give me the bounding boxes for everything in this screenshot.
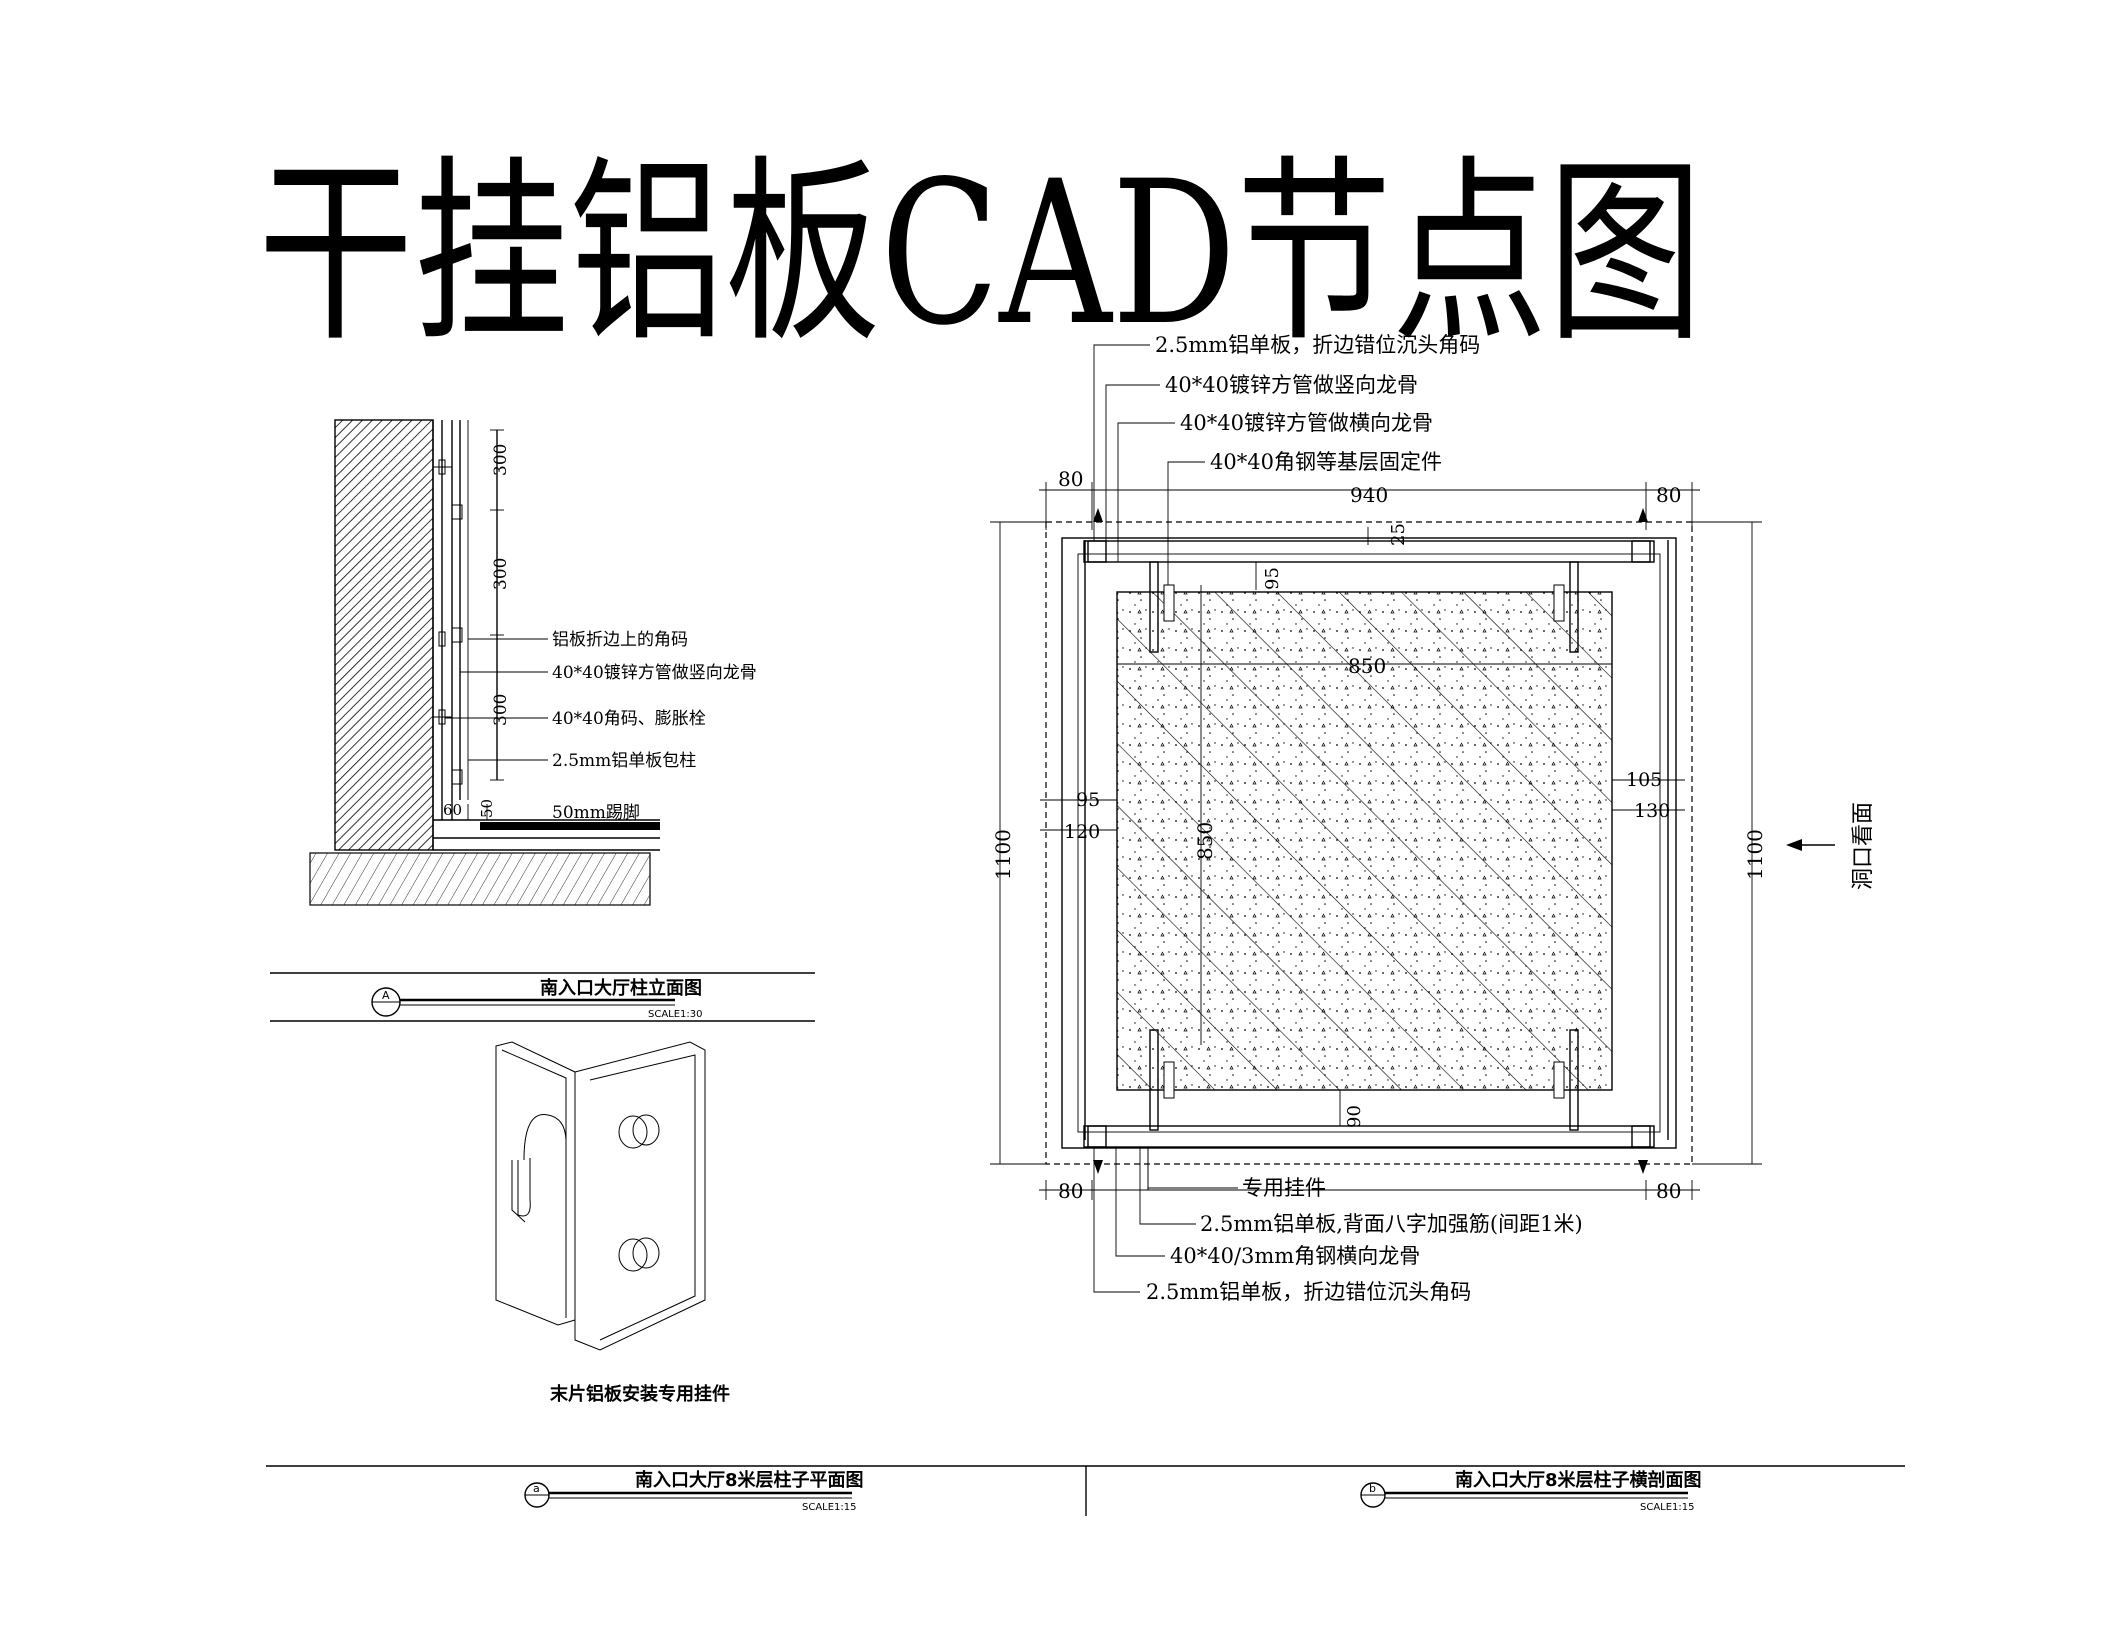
dim-left-95: 95 xyxy=(1076,789,1100,811)
dim-left-1100: 1100 xyxy=(991,829,1015,880)
elev-label-panel: 2.5mm铝单板包柱 xyxy=(552,751,696,771)
section-top-leaders xyxy=(1093,344,1205,585)
section-label-top-angle-steel: 40*40角钢等基层固定件 xyxy=(1210,450,1442,474)
special-hanger-isometric xyxy=(495,1041,706,1351)
elev-label-anchor-bolt: 40*40角码、膨胀栓 xyxy=(552,709,706,729)
dim-right-130: 130 xyxy=(1634,800,1670,822)
dim-right-105: 105 xyxy=(1626,769,1662,791)
column-elevation-drawing xyxy=(309,419,660,906)
dim-850-vertical: 850 xyxy=(1193,822,1217,860)
title-block-elevation-name: 南入口大厅柱立面图 xyxy=(540,977,702,999)
elev-dim-300-b: 300 xyxy=(491,558,511,590)
dim-left-120: 120 xyxy=(1064,821,1100,843)
title-block-section-symbol: b xyxy=(1369,1482,1376,1495)
elev-dim-300-a: 300 xyxy=(491,444,511,476)
view-direction-arrow xyxy=(1786,839,1835,851)
title-block-plan-scale: SCALE1:15 xyxy=(802,1502,857,1513)
dim-95-top: 95 xyxy=(1262,567,1283,590)
section-bottom-leaders xyxy=(1093,1147,1238,1293)
title-block-elevation-symbol: A xyxy=(382,989,390,1002)
title-block-plan-name: 南入口大厅8米层柱子平面图 xyxy=(635,1469,864,1491)
elev-dim-50: 50 xyxy=(478,799,496,818)
section-label-top-panel: 2.5mm铝单板，折边错位沉头角码 xyxy=(1155,333,1480,357)
dim-top-right-80: 80 xyxy=(1656,483,1681,507)
hanger-caption: 末片铝板安装专用挂件 xyxy=(550,1383,730,1405)
elev-dim-300-c: 300 xyxy=(491,694,511,726)
title-block-section-scale: SCALE1:15 xyxy=(1640,1502,1695,1513)
dim-bottom-right-80: 80 xyxy=(1656,1179,1681,1203)
elev-label-vertical-keel: 40*40镀锌方管做竖向龙骨 xyxy=(552,663,757,683)
column-section-drawing xyxy=(990,482,1762,1200)
title-block-plan-symbol: a xyxy=(533,1482,540,1495)
dim-top-940: 940 xyxy=(1350,483,1388,507)
title-block-elevation xyxy=(270,972,815,1022)
dim-top-left-80: 80 xyxy=(1058,467,1083,491)
dim-25: 25 xyxy=(1388,523,1409,546)
section-label-bottom-hanger: 专用挂件 xyxy=(1242,1176,1326,1200)
title-block-elevation-scale: SCALE1:30 xyxy=(648,1009,703,1020)
view-direction-note: 洞口看面 xyxy=(1851,802,1876,890)
section-label-bottom-panel-ribs: 2.5mm铝单板,背面八字加强筋(间距1米) xyxy=(1200,1212,1583,1236)
section-label-top-horizontal-keel: 40*40镀锌方管做横向龙骨 xyxy=(1180,411,1433,435)
dim-90: 90 xyxy=(1344,1105,1365,1128)
title-block-section-name: 南入口大厅8米层柱子横剖面图 xyxy=(1455,1469,1702,1491)
dim-850-horizontal: 850 xyxy=(1348,654,1386,678)
section-label-top-vertical-keel: 40*40镀锌方管做竖向龙骨 xyxy=(1165,373,1418,397)
sheet-title: 干挂铝板CAD节点图 xyxy=(258,138,1703,369)
dim-bottom-left-80: 80 xyxy=(1058,1179,1083,1203)
bottom-title-strip xyxy=(266,1465,1905,1516)
elev-dim-60: 60 xyxy=(443,801,462,819)
section-label-bottom-angle-keel: 40*40/3mm角钢横向龙骨 xyxy=(1170,1244,1420,1268)
elev-label-skirting: 50mm踢脚 xyxy=(552,803,640,823)
section-label-bottom-panel: 2.5mm铝单板，折边错位沉头角码 xyxy=(1146,1280,1471,1304)
dim-right-1100: 1100 xyxy=(1743,829,1767,880)
elev-label-corner-bracket: 铝板折边上的角码 xyxy=(552,630,688,650)
